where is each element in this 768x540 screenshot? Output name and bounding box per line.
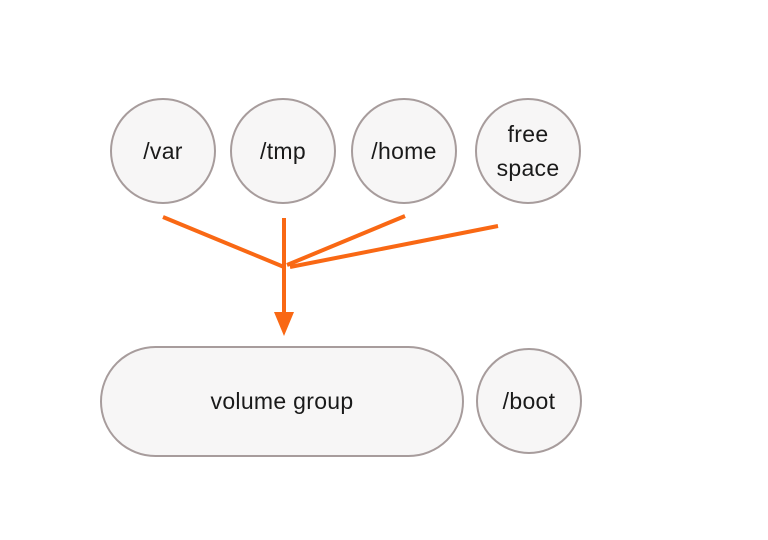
- node-volume-group-label: volume group: [210, 388, 354, 415]
- edge-var-to-volume-group: [162, 215, 285, 269]
- node-free-space: free space: [475, 98, 581, 204]
- node-free-space-label: free space: [496, 120, 560, 182]
- node-volume-group: volume group: [100, 346, 464, 457]
- node-home-label: /home: [371, 137, 437, 164]
- node-boot: /boot: [476, 348, 582, 454]
- edge-home-to-volume-group: [286, 214, 406, 267]
- node-var-label: /var: [143, 137, 183, 164]
- node-tmp: /tmp: [230, 98, 336, 204]
- node-var: /var: [110, 98, 216, 204]
- node-home: /home: [351, 98, 457, 204]
- node-boot-label: /boot: [502, 387, 556, 414]
- node-tmp-label: /tmp: [260, 137, 306, 164]
- arrowhead-icon: [274, 312, 294, 336]
- edge-free-space-to-volume-group: [289, 224, 499, 269]
